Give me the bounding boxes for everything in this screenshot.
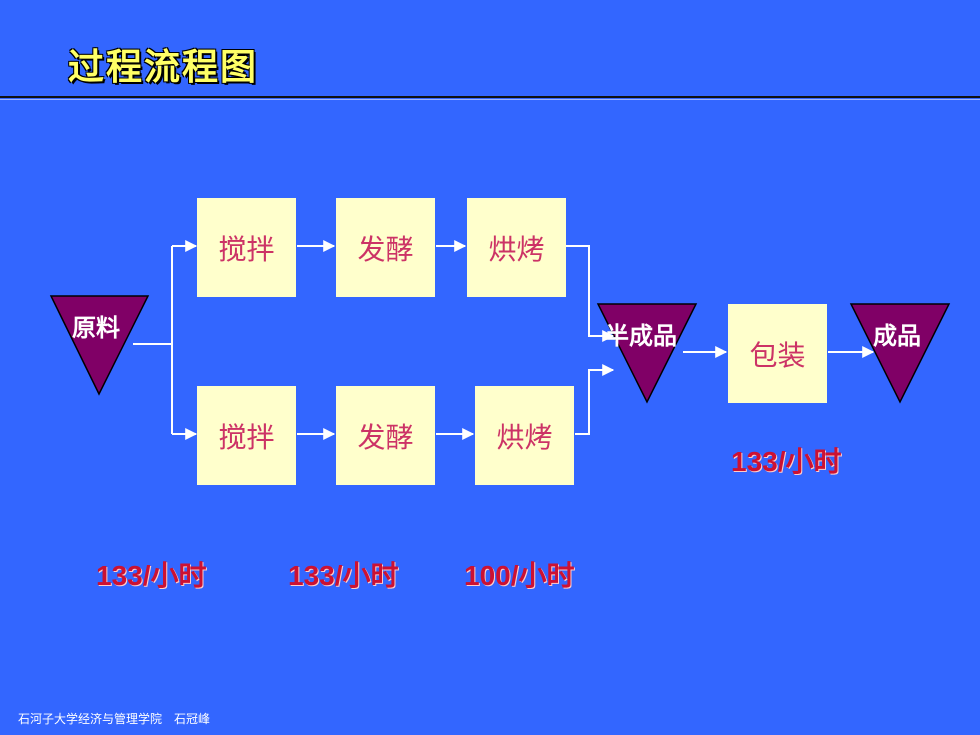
slide-title: 过程流程图 <box>68 47 259 88</box>
rate-ferment: 133/小时 <box>288 560 399 591</box>
raw-material-label: 原料 <box>72 314 120 342</box>
finished-product-triangle <box>849 303 951 404</box>
connector-lines <box>133 240 875 440</box>
footer-credit: 石河子大学经济与管理学院 石冠峰 <box>18 712 211 726</box>
raw-material-triangle <box>49 295 150 396</box>
box-pack: 包装 <box>728 304 827 403</box>
finished-product-label: 成品 <box>873 322 921 350</box>
box-bottom-ferment: 发酵 <box>336 386 435 485</box>
box-top-mix: 搅拌 <box>197 198 296 297</box>
box-bottom-bake: 烘烤 <box>475 386 574 485</box>
semi-product-label: 半成品 <box>605 322 677 350</box>
rate-pack: 133/小时 <box>731 446 842 477</box>
rate-mix: 133/小时 <box>96 560 207 591</box>
rate-bake: 100/小时 <box>464 560 575 591</box>
semi-product-triangle <box>596 303 698 404</box>
title-divider <box>0 96 980 98</box>
box-bottom-mix: 搅拌 <box>197 386 296 485</box>
box-top-bake: 烘烤 <box>467 198 566 297</box>
title-divider-highlight <box>0 99 980 100</box>
box-top-ferment: 发酵 <box>336 198 435 297</box>
